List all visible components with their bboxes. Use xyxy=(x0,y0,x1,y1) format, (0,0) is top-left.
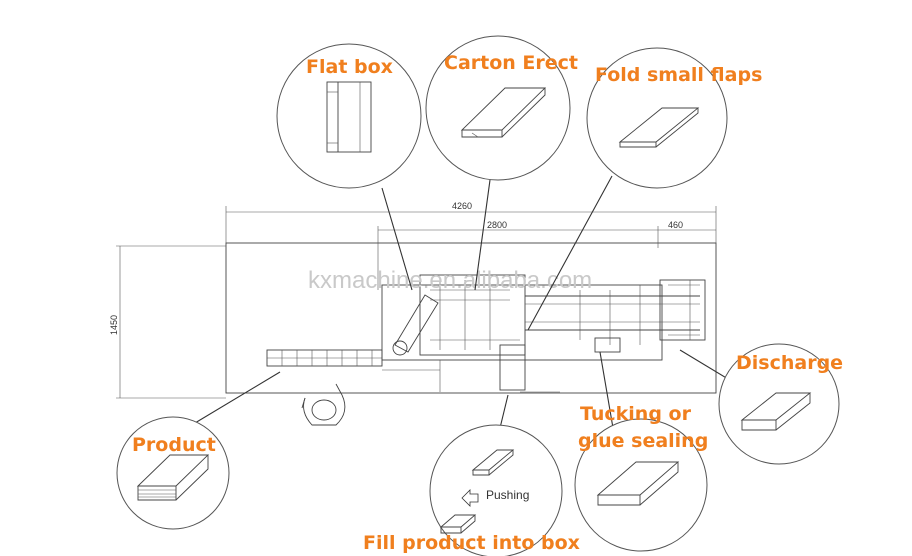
label-tucking-line2: glue sealing xyxy=(578,430,708,452)
label-discharge: Discharge xyxy=(736,352,843,374)
dim-total-length: 4260 xyxy=(452,201,472,211)
station-discharge: Discharge xyxy=(718,343,843,465)
station-carton-erect: Carton Erect xyxy=(425,35,578,181)
station-fill-product: Pushing Fill product into box xyxy=(363,424,580,556)
carton-magazine xyxy=(394,294,439,353)
tucking-circle xyxy=(574,418,708,552)
operator-figure xyxy=(301,383,346,426)
station-flat-box: Flat box xyxy=(276,43,422,189)
flat-box-circle xyxy=(276,43,422,189)
label-fill-product: Fill product into box xyxy=(363,532,580,554)
label-pushing: Pushing xyxy=(486,488,529,502)
label-fold-small-flaps: Fold small flaps xyxy=(595,64,762,86)
machine-outline xyxy=(225,242,717,394)
watermark: kxmachine.en.alibaba.com xyxy=(308,267,592,294)
fold-flaps-circle xyxy=(586,47,728,189)
main-machine-body xyxy=(381,284,663,361)
discharge-unit xyxy=(659,279,706,341)
label-product: Product xyxy=(132,434,216,456)
carton-erect-circle xyxy=(425,35,571,181)
station-tucking-glue: Tucking or glue sealing xyxy=(574,403,708,552)
dim-middle-length: 2800 xyxy=(487,220,507,230)
flat-box-icon xyxy=(326,81,372,153)
label-carton-erect: Carton Erect xyxy=(444,52,578,74)
station-fold-small-flaps: Fold small flaps xyxy=(586,47,762,189)
discharge-circle xyxy=(718,343,840,465)
product-circle xyxy=(116,416,230,530)
fill-product-circle xyxy=(429,424,563,556)
dim-end-length: 460 xyxy=(668,220,683,230)
station-product: Product xyxy=(116,416,230,530)
label-tucking-line1: Tucking or xyxy=(580,403,692,425)
label-flat-box: Flat box xyxy=(306,56,393,78)
dim-height: 1450 xyxy=(109,315,119,335)
pushing-arrow-icon xyxy=(461,489,479,507)
machine-plan: 4260 2800 460 1450 xyxy=(109,201,717,399)
pushing-unit xyxy=(499,344,526,391)
